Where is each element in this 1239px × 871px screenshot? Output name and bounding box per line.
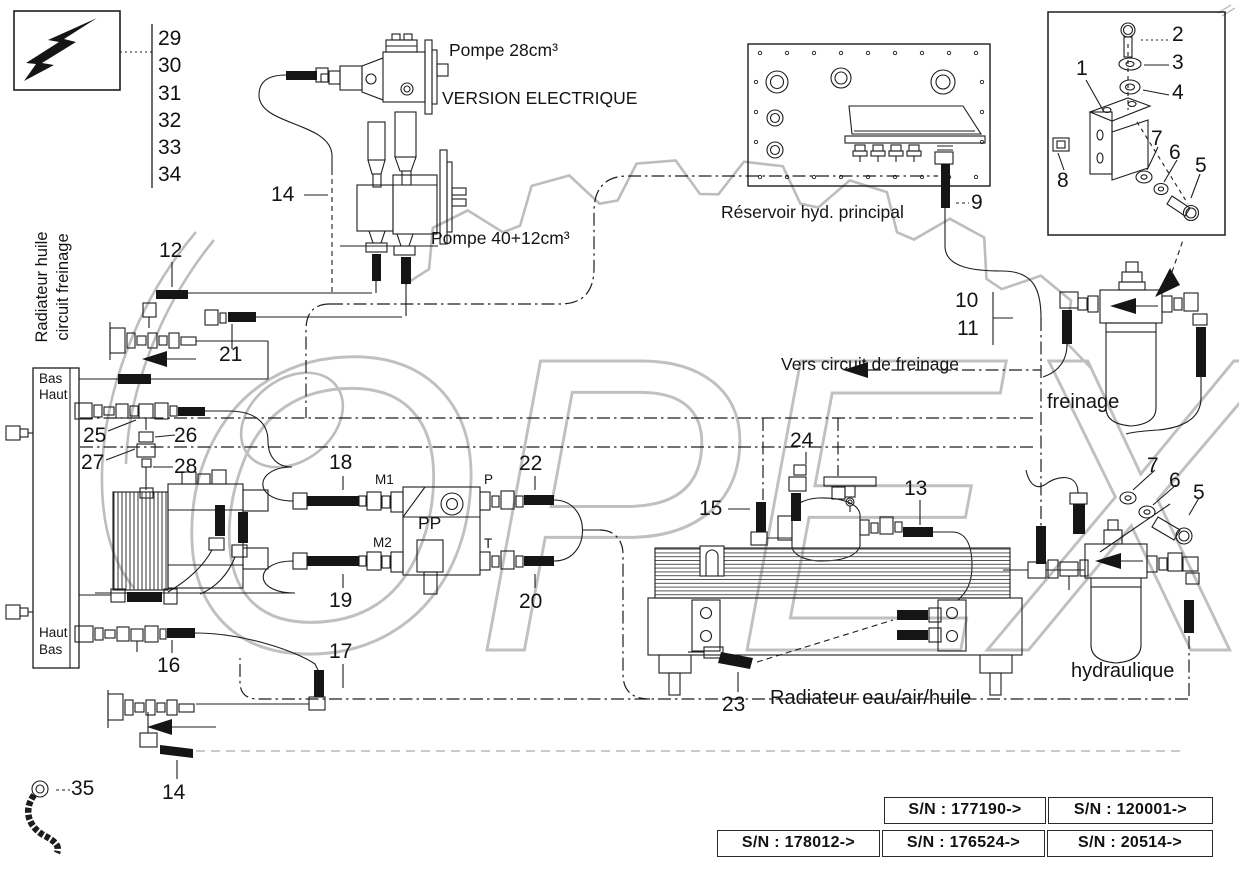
label-vers-circuit-freinage: Vers circuit de freinage: [781, 354, 960, 374]
hydraulic-filter-flow-arrow: [1095, 553, 1121, 569]
part-callout-27: 27: [81, 451, 105, 474]
part-callout-23: 23: [722, 693, 746, 716]
hydraulic-filter-drawing: [1003, 469, 1200, 664]
corner-mark: [1217, 4, 1236, 17]
serial-number-box: S/N : 120001->: [1048, 797, 1213, 824]
part-callout-12: 12: [159, 239, 183, 262]
part-callout-2: 2: [1172, 23, 1184, 46]
label-port-t: T: [484, 536, 493, 551]
flow-arrow-left-top: [142, 351, 167, 367]
serial-number-box: S/N : 178012->: [717, 830, 880, 857]
bottom-left-fittings: [56, 625, 326, 791]
opex-watermark: OPEX: [100, 4, 1239, 742]
part-callout-1: 1: [1076, 57, 1088, 80]
part-callout-14: 14: [162, 781, 186, 804]
serial-number-box: S/N : 177190->: [884, 797, 1046, 824]
mounting-kit-inset: [1047, 11, 1226, 236]
serial-number-box: S/N : 176524->: [882, 830, 1045, 857]
pump-28-drawing: [258, 33, 449, 293]
brake-filter-flow-arrow: [1110, 298, 1136, 314]
label-valve-pp: PP: [418, 513, 442, 533]
oil-radiator-drawing: [5, 367, 80, 669]
brake-filter-drawing: [956, 202, 1208, 435]
label-port-m2: M2: [373, 535, 392, 550]
part-callout-7: 7: [1151, 127, 1163, 150]
lightning-icon: [24, 18, 97, 81]
electric-part-number: 33: [158, 136, 182, 160]
label-pompe-28: Pompe 28cm³: [449, 40, 558, 60]
vert-label-line2: circuit freinage: [54, 233, 72, 341]
inset-callout-arrow: [1155, 268, 1180, 297]
circuit-lines: [80, 175, 1190, 700]
part-callout-28: 28: [174, 455, 198, 478]
part-callout-3: 3: [1172, 51, 1184, 74]
electric-part-number: 32: [158, 108, 182, 132]
electric-part-number: 34: [158, 163, 182, 187]
part-callout-25: 25: [83, 424, 107, 447]
serial-number-box: S/N : 20514->: [1047, 830, 1213, 857]
pp-valve-block-drawing: [262, 466, 600, 688]
part-callout-11: 11: [957, 317, 979, 340]
left-fittings: [74, 262, 293, 499]
part-callout-19: 19: [329, 589, 353, 612]
label-port-m1: M1: [375, 472, 394, 487]
part-callout-17: 17: [329, 640, 353, 663]
part-callout-4: 4: [1172, 81, 1184, 104]
part-callout-6: 6: [1169, 469, 1181, 492]
hose-35-drawing: [25, 780, 62, 855]
electric-parts-list: 29 30 31 32 33 34: [158, 25, 181, 189]
part-callout-16: 16: [157, 654, 181, 677]
flow-arrow-left-bottom: [147, 719, 172, 735]
part-callout-24: 24: [790, 429, 814, 452]
part-callout-8: 8: [1057, 169, 1069, 192]
part-callout-26: 26: [174, 424, 198, 447]
label-bas-bottom: Bas: [39, 642, 63, 657]
part-callout-10: 10: [955, 289, 979, 312]
callout-leaders: [167, 194, 328, 728]
vert-label-line1: Radiateur huile: [33, 231, 51, 343]
label-hydraulique: hydraulique: [1071, 660, 1175, 682]
pump-40-12-drawing: [188, 111, 467, 318]
part-callout-7: 7: [1147, 454, 1159, 477]
part-callout-5: 5: [1195, 154, 1207, 177]
electric-part-number: 29: [158, 27, 182, 50]
label-radiateur-eau-air-huile: Radiateur eau/air/huile: [770, 687, 972, 709]
part-callout-18: 18: [329, 451, 353, 474]
label-port-p: P: [484, 472, 494, 487]
electric-part-number: 30: [158, 54, 182, 78]
part-callout-20: 20: [519, 590, 543, 613]
part-callout-5: 5: [1193, 481, 1205, 504]
part-callout-22: 22: [519, 452, 543, 475]
part-callout-35: 35: [71, 777, 95, 800]
part-callout-14: 14: [271, 183, 295, 206]
label-haut-top: Haut: [39, 387, 68, 402]
label-bas-top: Bas: [39, 371, 63, 386]
brake-circuit-arrow: [843, 362, 868, 378]
label-version-electrique: VERSION ELECTRIQUE: [442, 88, 638, 108]
part-callout-6: 6: [1169, 141, 1181, 164]
part-callout-9: 9: [971, 191, 983, 214]
label-freinage: freinage: [1047, 391, 1120, 413]
arrow-tails: [1121, 305, 1158, 562]
label-reservoir: Réservoir hyd. principal: [721, 202, 904, 222]
reservoir-panel-drawing: [747, 43, 1042, 319]
label-haut-bottom: Haut: [39, 625, 68, 640]
hoses-and-arrows: [24, 18, 1206, 758]
part-callout-13: 13: [904, 477, 928, 500]
water-air-oil-radiator-drawing: [647, 545, 1023, 696]
part-callout-15: 15: [699, 497, 723, 520]
electric-part-number: 31: [158, 81, 182, 105]
electric-version-box: [13, 10, 153, 188]
label-pompe-40-12: Pompe 40+12cm³: [431, 228, 570, 248]
part-callout-21: 21: [219, 343, 243, 366]
label-radiateur-huile-circuit-freinage: Radiateur huile circuit freinage: [32, 212, 74, 362]
